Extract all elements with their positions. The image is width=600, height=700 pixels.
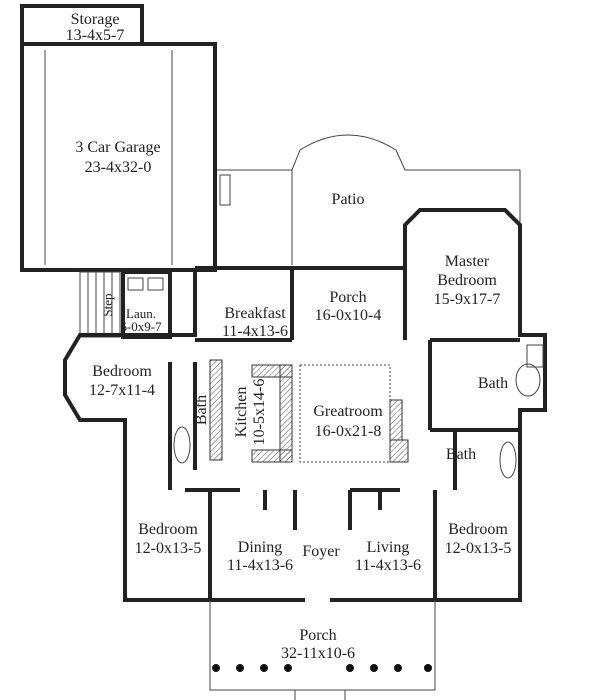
laundry-size: 6-0x9-7	[120, 319, 162, 334]
bedroom-se-size: 12-0x13-5	[445, 540, 512, 557]
storage-label: Storage	[71, 11, 120, 28]
dining-size: 11-4x13-6	[227, 557, 293, 574]
garage-size: 23-4x32-0	[85, 159, 152, 176]
greatroom-size: 16-0x21-8	[315, 423, 382, 440]
patio-outline	[215, 134, 521, 265]
bedroom-se-label: Bedroom	[448, 521, 508, 538]
rear-porch-label: Porch	[329, 289, 366, 306]
front-porch-label: Porch	[299, 627, 336, 644]
storage-size: 13-4x5-7	[66, 27, 125, 44]
bedroom-sw-size: 12-0x13-5	[135, 540, 202, 557]
bedroom-sw-label: Bedroom	[138, 521, 198, 538]
garage-walls	[20, 4, 231, 272]
front-porch	[209, 600, 436, 700]
patio-label: Patio	[332, 191, 365, 208]
bath-west-label: Bath	[193, 395, 210, 425]
main-house-walls	[63, 208, 547, 602]
foyer-label: Foyer	[302, 543, 340, 560]
master-bedroom-label-2: Bedroom	[437, 272, 497, 289]
front-porch-size: 32-11x10-6	[281, 645, 355, 662]
garage-label: 3 Car Garage	[75, 139, 160, 156]
greatroom-label: Greatroom	[313, 403, 383, 420]
laundry-label: Laun.	[126, 306, 156, 321]
living-size: 11-4x13-6	[355, 557, 421, 574]
master-bath-label: Bath	[478, 375, 508, 392]
master-bedroom-size: 15-9x17-7	[434, 291, 501, 308]
dining-label: Dining	[238, 539, 282, 556]
step-label: Step	[100, 293, 115, 316]
porch-columns	[212, 664, 432, 672]
breakfast-size: 11-4x13-6	[222, 323, 288, 340]
bedroom-west-label: Bedroom	[92, 363, 152, 380]
kitchen-size: 10-5x14-6	[251, 379, 268, 446]
living-label: Living	[367, 539, 410, 556]
bath-east-label: Bath	[446, 446, 476, 463]
kitchen-label: Kitchen	[233, 387, 250, 438]
rear-porch-size: 16-0x10-4	[315, 307, 382, 324]
master-bedroom-label-1: Master	[445, 253, 490, 270]
bedroom-west-size: 12-7x11-4	[89, 382, 155, 399]
breakfast-label: Breakfast	[224, 305, 286, 322]
